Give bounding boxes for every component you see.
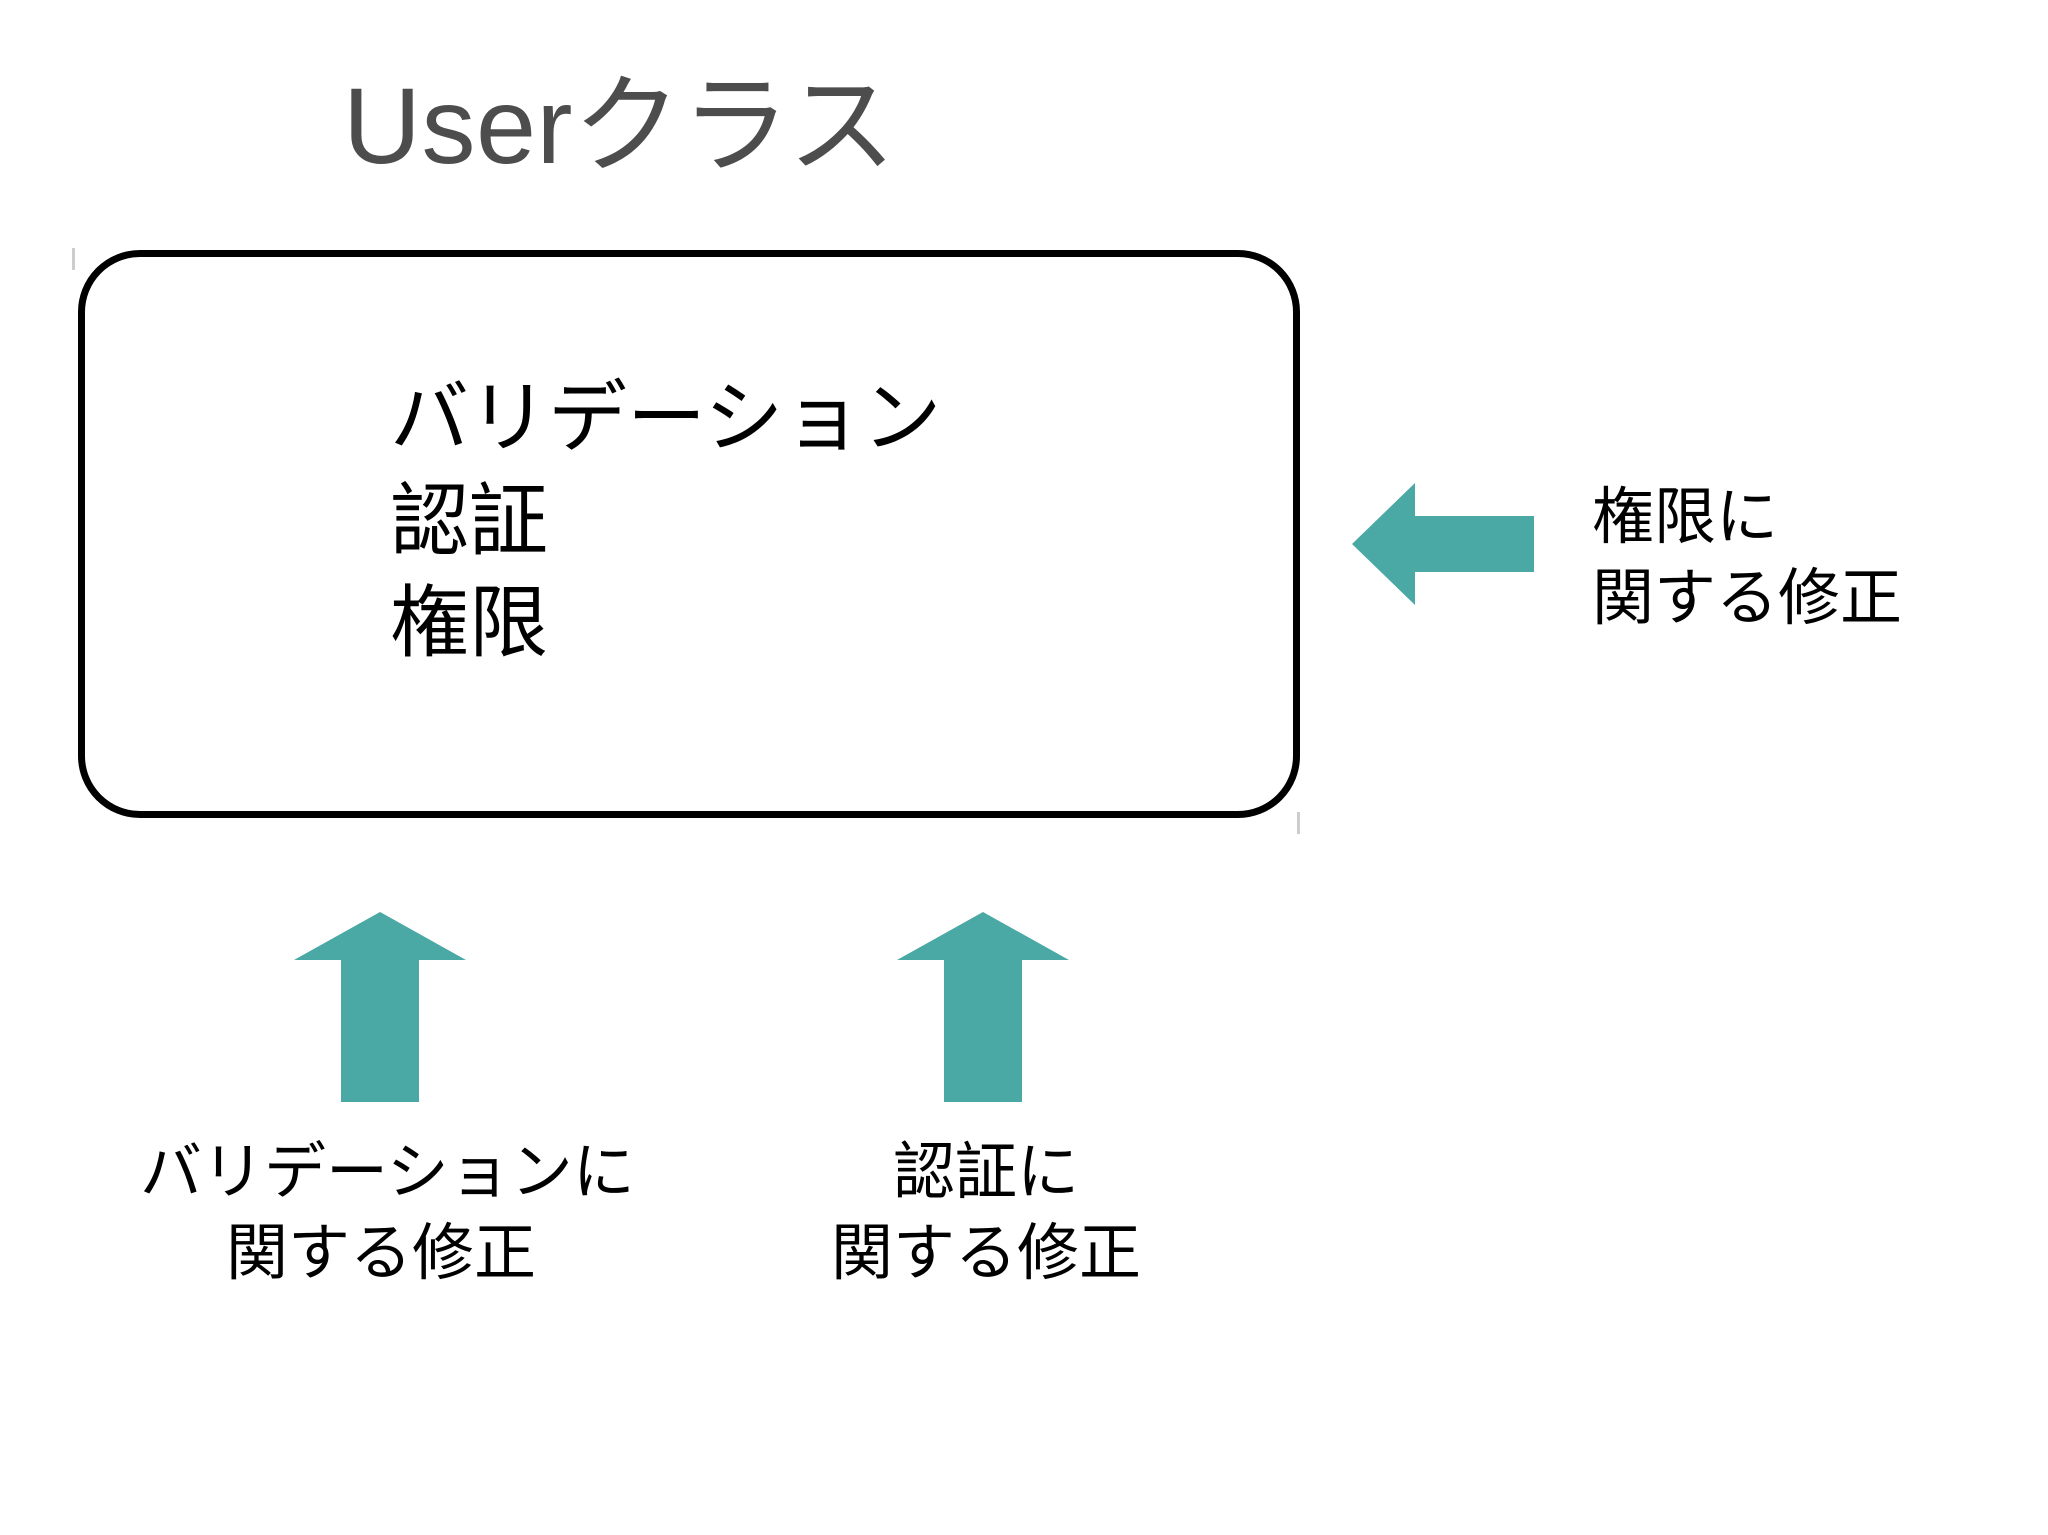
class-responsibility-authentication: 認証 [390, 475, 548, 565]
annotation-label-permission-line-1: 権限に [1592, 483, 1779, 552]
annotation-label-authentication-line-1: 認証に [892, 1138, 1079, 1207]
annotation-label-validation-line-2: 関する修正 [225, 1218, 536, 1288]
user-class-box[interactable]: バリデーション 認証 権限 [78, 250, 1300, 818]
page-title: Userクラス [343, 65, 897, 186]
selection-handle-mark-bottom-right [1297, 812, 1300, 834]
annotation-label-validation: バリデーションに 関する修正 [140, 1133, 635, 1294]
arrow-up-icon [897, 912, 1069, 1102]
class-responsibility-validation: バリデーション [390, 373, 942, 462]
arrow-left-icon [1352, 483, 1534, 605]
annotation-label-authentication-line-2: 関する修正 [830, 1218, 1141, 1288]
arrow-up-icon [294, 912, 466, 1102]
annotation-label-validation-line-1: バリデーションに [140, 1138, 635, 1207]
selection-handle-mark-top-left [72, 248, 75, 270]
class-responsibility-permission: 権限 [390, 578, 548, 668]
class-responsibility-list: バリデーション 認証 権限 [390, 367, 941, 675]
annotation-label-permission-line-2: 関する修正 [1592, 563, 1903, 633]
annotation-label-permission: 権限に 関する修正 [1592, 478, 1902, 639]
annotation-label-authentication: 認証に 関する修正 [752, 1133, 1220, 1294]
